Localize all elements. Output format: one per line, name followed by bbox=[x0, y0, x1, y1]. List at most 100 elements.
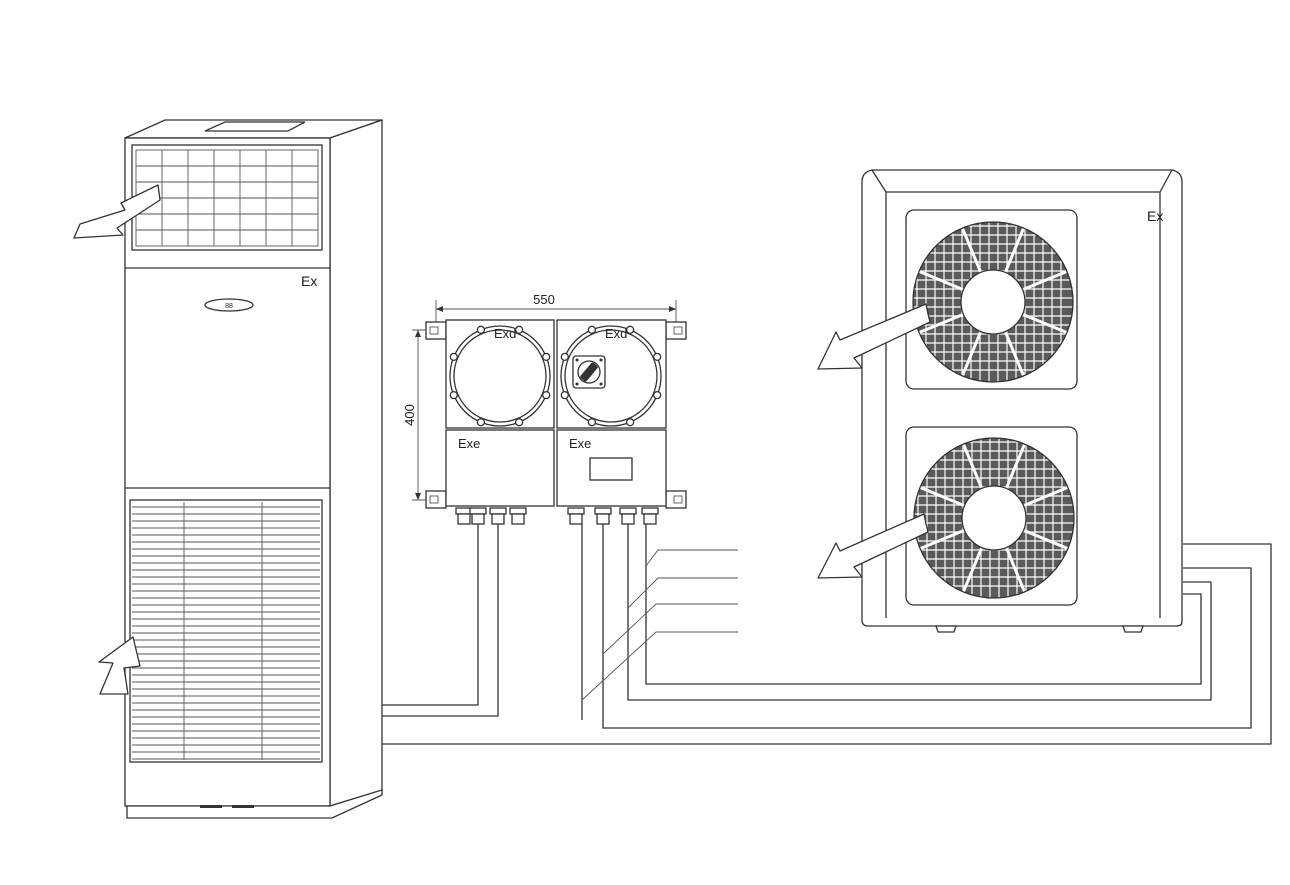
switch-handle bbox=[580, 362, 598, 382]
fan-spoke bbox=[1020, 269, 1068, 292]
fan-lower bbox=[913, 437, 1075, 599]
cover-bolts bbox=[449, 325, 662, 427]
outdoor-outflow-arrow-lower bbox=[817, 513, 929, 579]
compartment-label-exd-right: Exd bbox=[605, 326, 627, 341]
indoor-inflow-arrow bbox=[98, 636, 141, 695]
fan-spoke bbox=[1003, 227, 1026, 275]
fan-upper bbox=[912, 221, 1074, 383]
cable-gland-body bbox=[491, 513, 505, 525]
compartment-label-exe-left: Exe bbox=[458, 436, 480, 451]
cable-outdoor-1 bbox=[645, 524, 1202, 685]
fan-spoke bbox=[1021, 485, 1069, 508]
outdoor-unit: Ex bbox=[817, 169, 1183, 633]
cable-gland-body bbox=[511, 513, 525, 525]
branch-lead bbox=[627, 577, 738, 609]
indoor-display-label: 88 bbox=[225, 303, 233, 310]
indoor-outlet-grille-lines bbox=[136, 150, 318, 246]
exe-compartment-left bbox=[445, 429, 555, 507]
mounting-bracket bbox=[425, 321, 447, 340]
cable-gland-nut bbox=[641, 507, 659, 515]
fan-guard-rim bbox=[912, 221, 1074, 383]
branch-lead bbox=[645, 549, 738, 567]
compartment-label-exd-left: Exd bbox=[494, 326, 516, 341]
mounting-bracket bbox=[665, 490, 687, 509]
cover-bolt bbox=[560, 390, 569, 400]
cover-bolt bbox=[587, 325, 597, 334]
fan-spoke bbox=[1021, 528, 1069, 551]
cable-gland-body bbox=[596, 513, 610, 525]
indoor-unit-foot bbox=[200, 805, 222, 808]
fan-spoke bbox=[1003, 329, 1026, 377]
switch-screw bbox=[575, 382, 579, 386]
cover-bolt bbox=[625, 325, 635, 334]
indoor-unit-base bbox=[126, 789, 383, 819]
switch-screw bbox=[599, 382, 603, 386]
fan-spoke bbox=[961, 443, 984, 491]
cover-bolt bbox=[449, 390, 458, 400]
fan-spoke bbox=[919, 528, 967, 551]
indoor-unit: Ex 88 bbox=[73, 119, 383, 819]
switch-screw bbox=[599, 358, 603, 362]
exe-indicator-window bbox=[589, 457, 633, 481]
indoor-ex-label: Ex bbox=[301, 273, 317, 289]
fan-spoke bbox=[1020, 312, 1068, 335]
compartment-label-exe-right: Exe bbox=[569, 436, 591, 451]
height-dimension-arrowhead bbox=[415, 330, 421, 337]
cover-bolt bbox=[514, 418, 524, 427]
outdoor-top-edge bbox=[871, 169, 887, 193]
explosion-proof-control-box: 550 400 bbox=[402, 292, 687, 525]
indoor-unit-side bbox=[329, 119, 383, 807]
cover-bolt bbox=[653, 390, 662, 400]
exd-round-cover bbox=[560, 325, 662, 427]
cable-gland-nut bbox=[489, 507, 507, 515]
height-dimension-label: 400 bbox=[402, 404, 417, 426]
fan-spoke bbox=[1004, 443, 1027, 491]
fan-spoke bbox=[960, 227, 983, 275]
outdoor-foot bbox=[935, 625, 957, 633]
height-dimension-arrowhead bbox=[415, 493, 421, 500]
mounting-bracket bbox=[665, 321, 687, 340]
cable-gland-nut bbox=[594, 507, 612, 515]
cable-gland-body bbox=[471, 513, 485, 525]
exd-round-cover bbox=[449, 325, 551, 427]
fan-spoke bbox=[961, 545, 984, 593]
cable-gland-nut bbox=[509, 507, 527, 515]
outdoor-top-edge bbox=[1159, 169, 1173, 193]
branch-lead bbox=[581, 631, 738, 701]
cable-gland-nut bbox=[619, 507, 637, 515]
exd-round-cover-inner bbox=[453, 329, 547, 423]
cable-gland-nut bbox=[567, 507, 585, 515]
indoor-outflow-arrow bbox=[73, 184, 161, 239]
width-dimension-label: 550 bbox=[533, 292, 555, 307]
cover-bolt bbox=[653, 352, 662, 362]
cover-bolt bbox=[476, 418, 486, 427]
bracket-hole bbox=[429, 495, 439, 504]
fan-spoke bbox=[918, 312, 966, 335]
indoor-display bbox=[204, 298, 254, 312]
branch-lead bbox=[602, 603, 738, 655]
indoor-intake-grille-frame bbox=[129, 499, 323, 763]
exd-round-cover-inner bbox=[564, 329, 658, 423]
cable-gland-body bbox=[621, 513, 635, 525]
cover-bolt bbox=[542, 352, 551, 362]
width-dimension-arrowhead bbox=[669, 306, 676, 312]
bracket-hole bbox=[673, 326, 683, 335]
cover-bolt bbox=[449, 352, 458, 362]
cover-bolt bbox=[514, 325, 524, 334]
fan-hub bbox=[960, 269, 1026, 335]
bracket-hole bbox=[673, 495, 683, 504]
cable-indoor-a bbox=[382, 524, 479, 706]
cover-bolt bbox=[587, 418, 597, 427]
fan-spoke bbox=[960, 329, 983, 377]
cable-glands bbox=[455, 507, 659, 525]
cable-indoor-outdoor bbox=[382, 543, 1272, 745]
cover-bolt bbox=[476, 325, 486, 334]
switch-dial bbox=[577, 360, 601, 384]
cover-bolt bbox=[625, 418, 635, 427]
indoor-unit-foot bbox=[232, 805, 254, 808]
cover-bolt bbox=[560, 352, 569, 362]
indoor-unit-front bbox=[124, 137, 331, 807]
indoor-unit-top-panel bbox=[204, 121, 306, 132]
